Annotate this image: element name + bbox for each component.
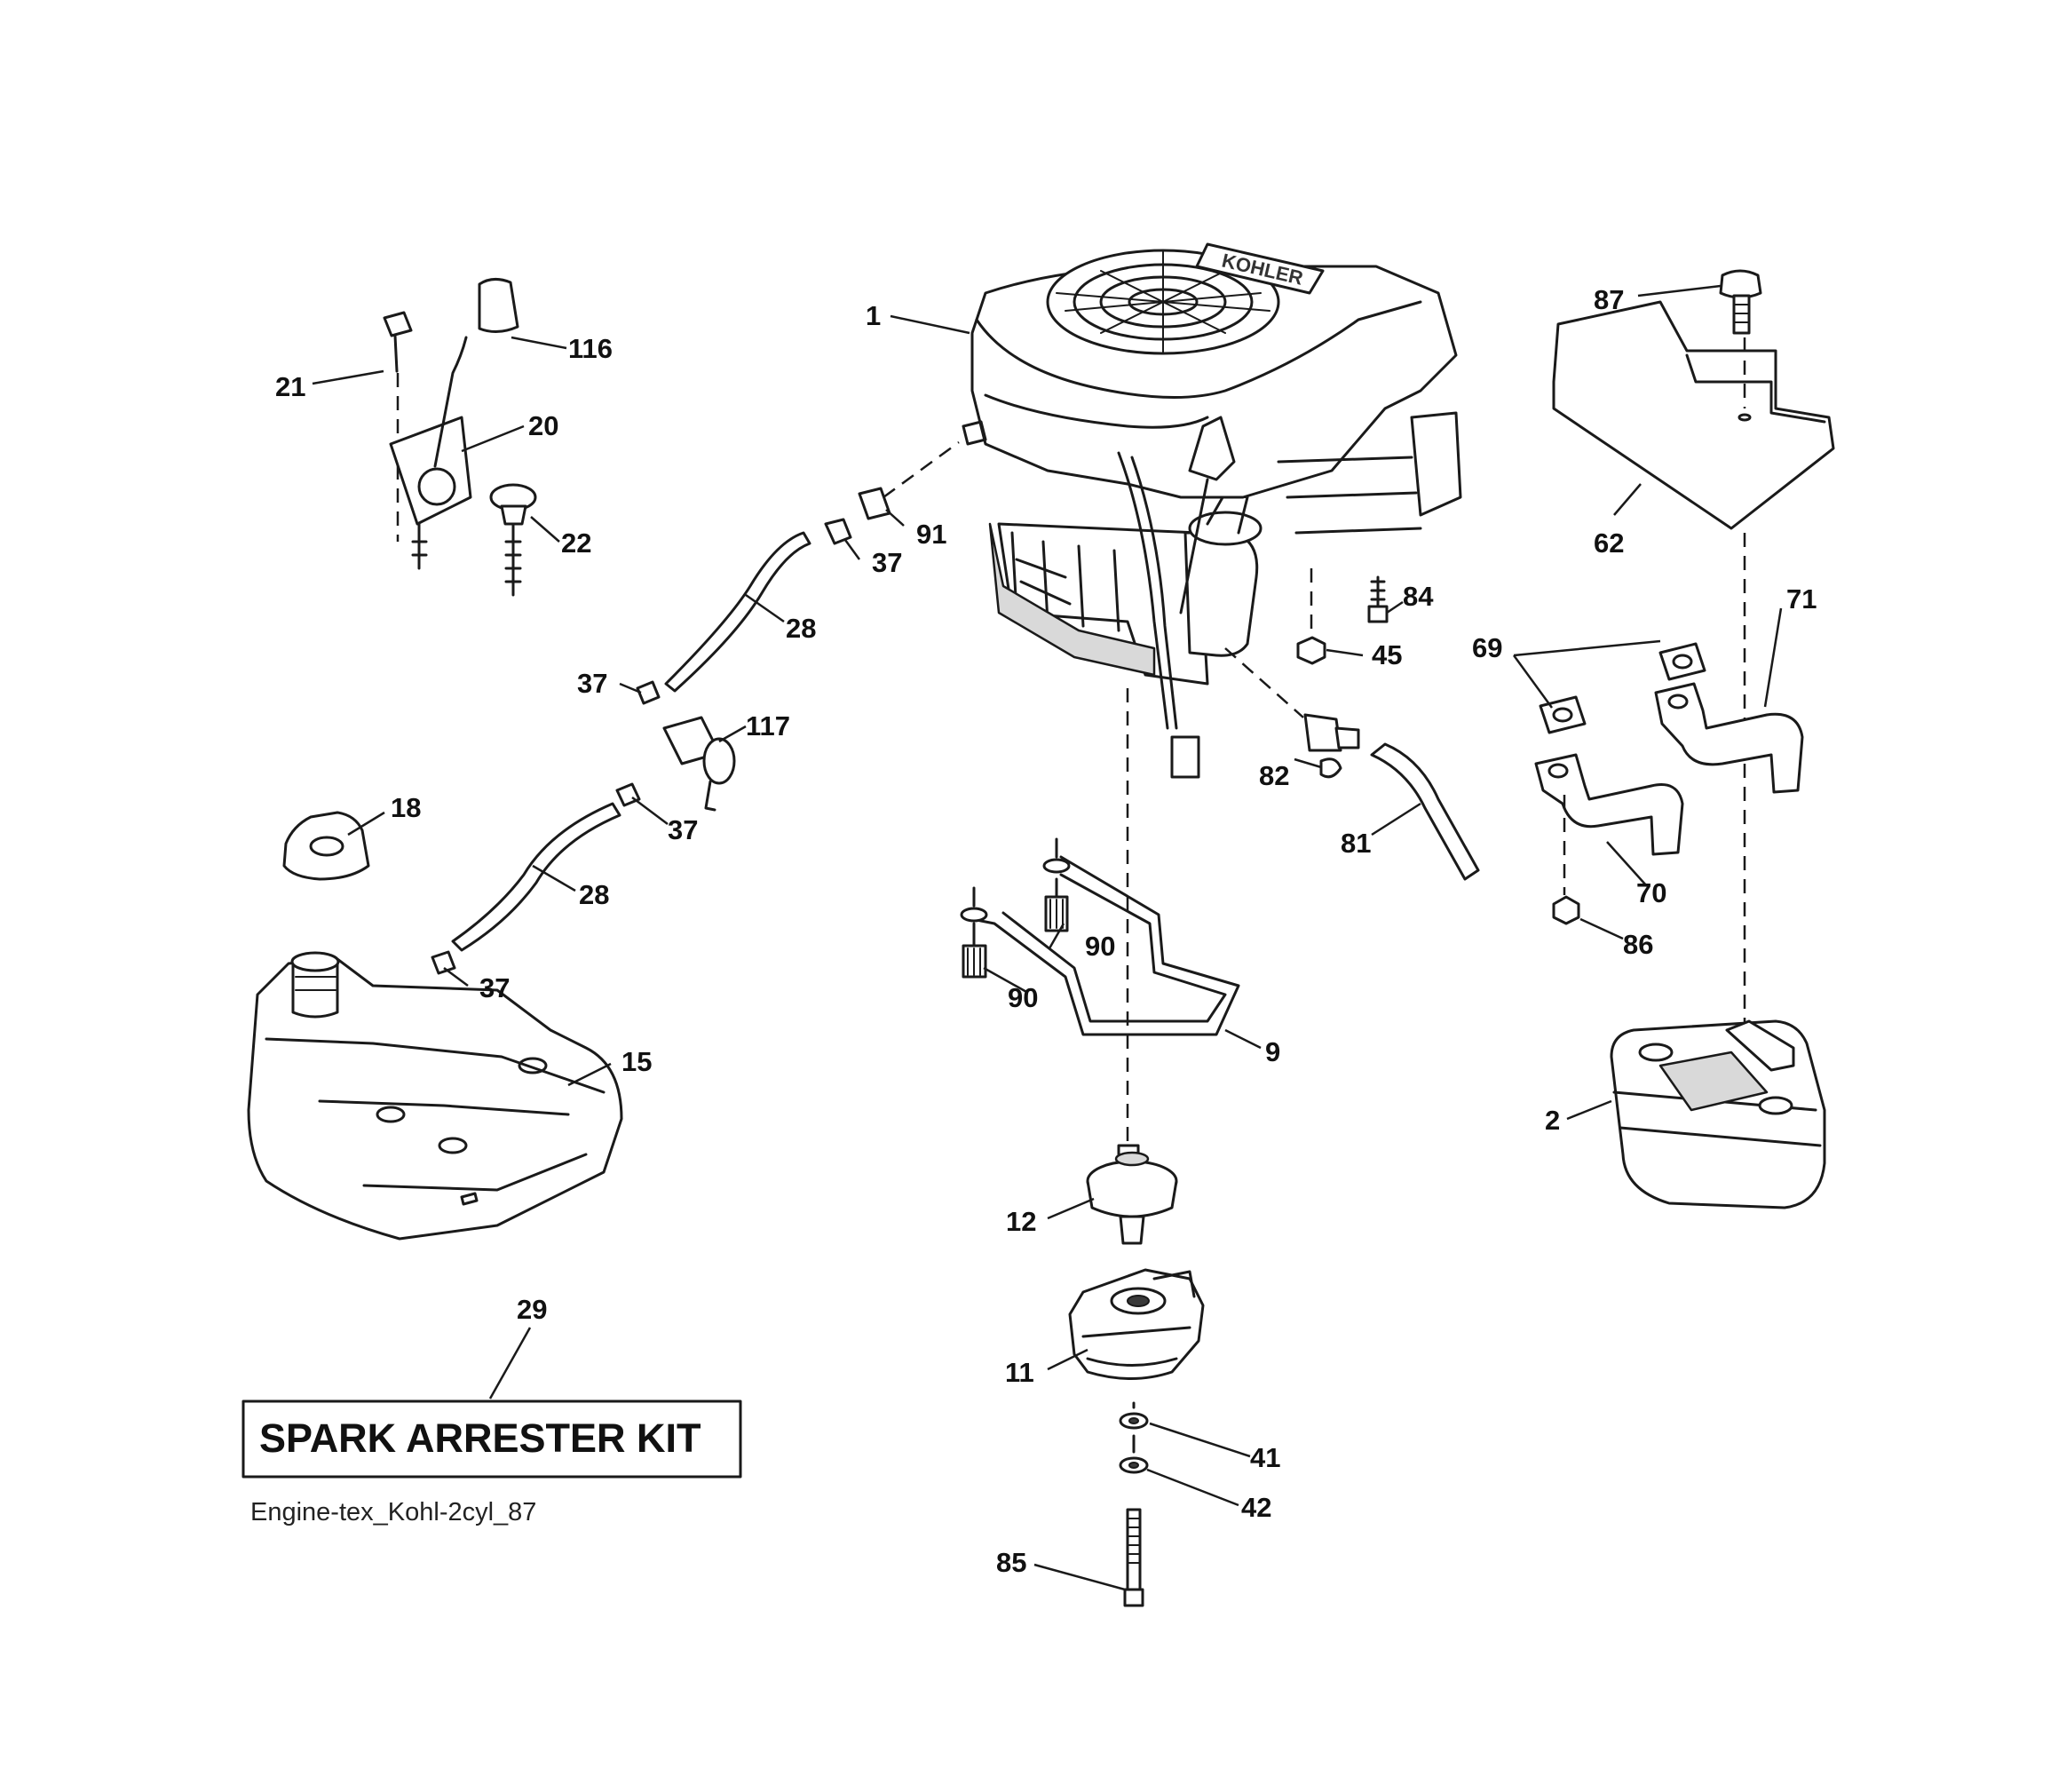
callout-29: 29 (517, 1294, 547, 1325)
callout-87: 87 (1594, 284, 1624, 315)
callout-37a: 37 (872, 547, 902, 578)
callout-15: 15 (621, 1046, 652, 1077)
spark-arrester-kit: SPARK ARRESTER KIT (241, 1400, 742, 1479)
callout-2: 2 (1545, 1105, 1560, 1136)
callout-91: 91 (916, 519, 946, 550)
pto-clutch-assembly (1068, 1144, 1205, 1607)
fuel-lines (431, 440, 960, 975)
callout-12: 12 (1006, 1206, 1036, 1237)
fuel-tank-assembly (247, 811, 623, 1241)
callout-81: 81 (1341, 828, 1371, 859)
callout-90b: 90 (1008, 982, 1038, 1013)
callout-numbers: 1 2 9 11 12 15 18 20 21 22 28 28 29 37 3… (275, 284, 1817, 1578)
callout-70: 70 (1636, 877, 1666, 908)
callout-84: 84 (1403, 581, 1434, 612)
callout-82: 82 (1259, 760, 1289, 791)
callout-28b: 28 (579, 879, 609, 910)
diagram-caption: Engine-tex_Kohl-2cyl_87 (250, 1498, 536, 1526)
callout-62: 62 (1594, 527, 1624, 559)
callout-71: 71 (1786, 583, 1817, 615)
callout-22: 22 (561, 527, 591, 559)
callout-69: 69 (1472, 632, 1502, 663)
callout-20: 20 (528, 410, 558, 441)
callout-86: 86 (1623, 929, 1653, 960)
leader-lines (312, 284, 1783, 1591)
callout-37c: 37 (668, 814, 698, 845)
spark-arrester-kit-label: SPARK ARRESTER KIT (259, 1415, 701, 1461)
callout-1: 1 (866, 300, 881, 331)
engine-assembly: KOHLER (962, 242, 1462, 779)
callout-42: 42 (1241, 1492, 1271, 1523)
callout-117: 117 (746, 710, 790, 741)
callout-28a: 28 (786, 613, 816, 644)
callout-21: 21 (275, 371, 305, 402)
throttle-control-assembly (383, 278, 537, 597)
callout-37d: 37 (479, 972, 510, 1003)
engine-hardware-right (1224, 568, 1480, 881)
callout-41: 41 (1250, 1442, 1280, 1473)
callout-37b: 37 (577, 668, 607, 699)
callout-116: 116 (568, 333, 613, 364)
callout-18: 18 (391, 792, 421, 823)
callout-90a: 90 (1085, 931, 1115, 962)
exhaust-pipes-assembly (1534, 642, 1804, 925)
heat-shield-assembly (1552, 269, 1835, 1030)
callout-11: 11 (1005, 1357, 1034, 1388)
muffler-assembly (1610, 1019, 1826, 1209)
callout-45: 45 (1372, 639, 1402, 670)
callout-85: 85 (996, 1547, 1026, 1578)
callout-9: 9 (1265, 1036, 1280, 1067)
harness-bracket-assembly (960, 688, 1240, 1146)
